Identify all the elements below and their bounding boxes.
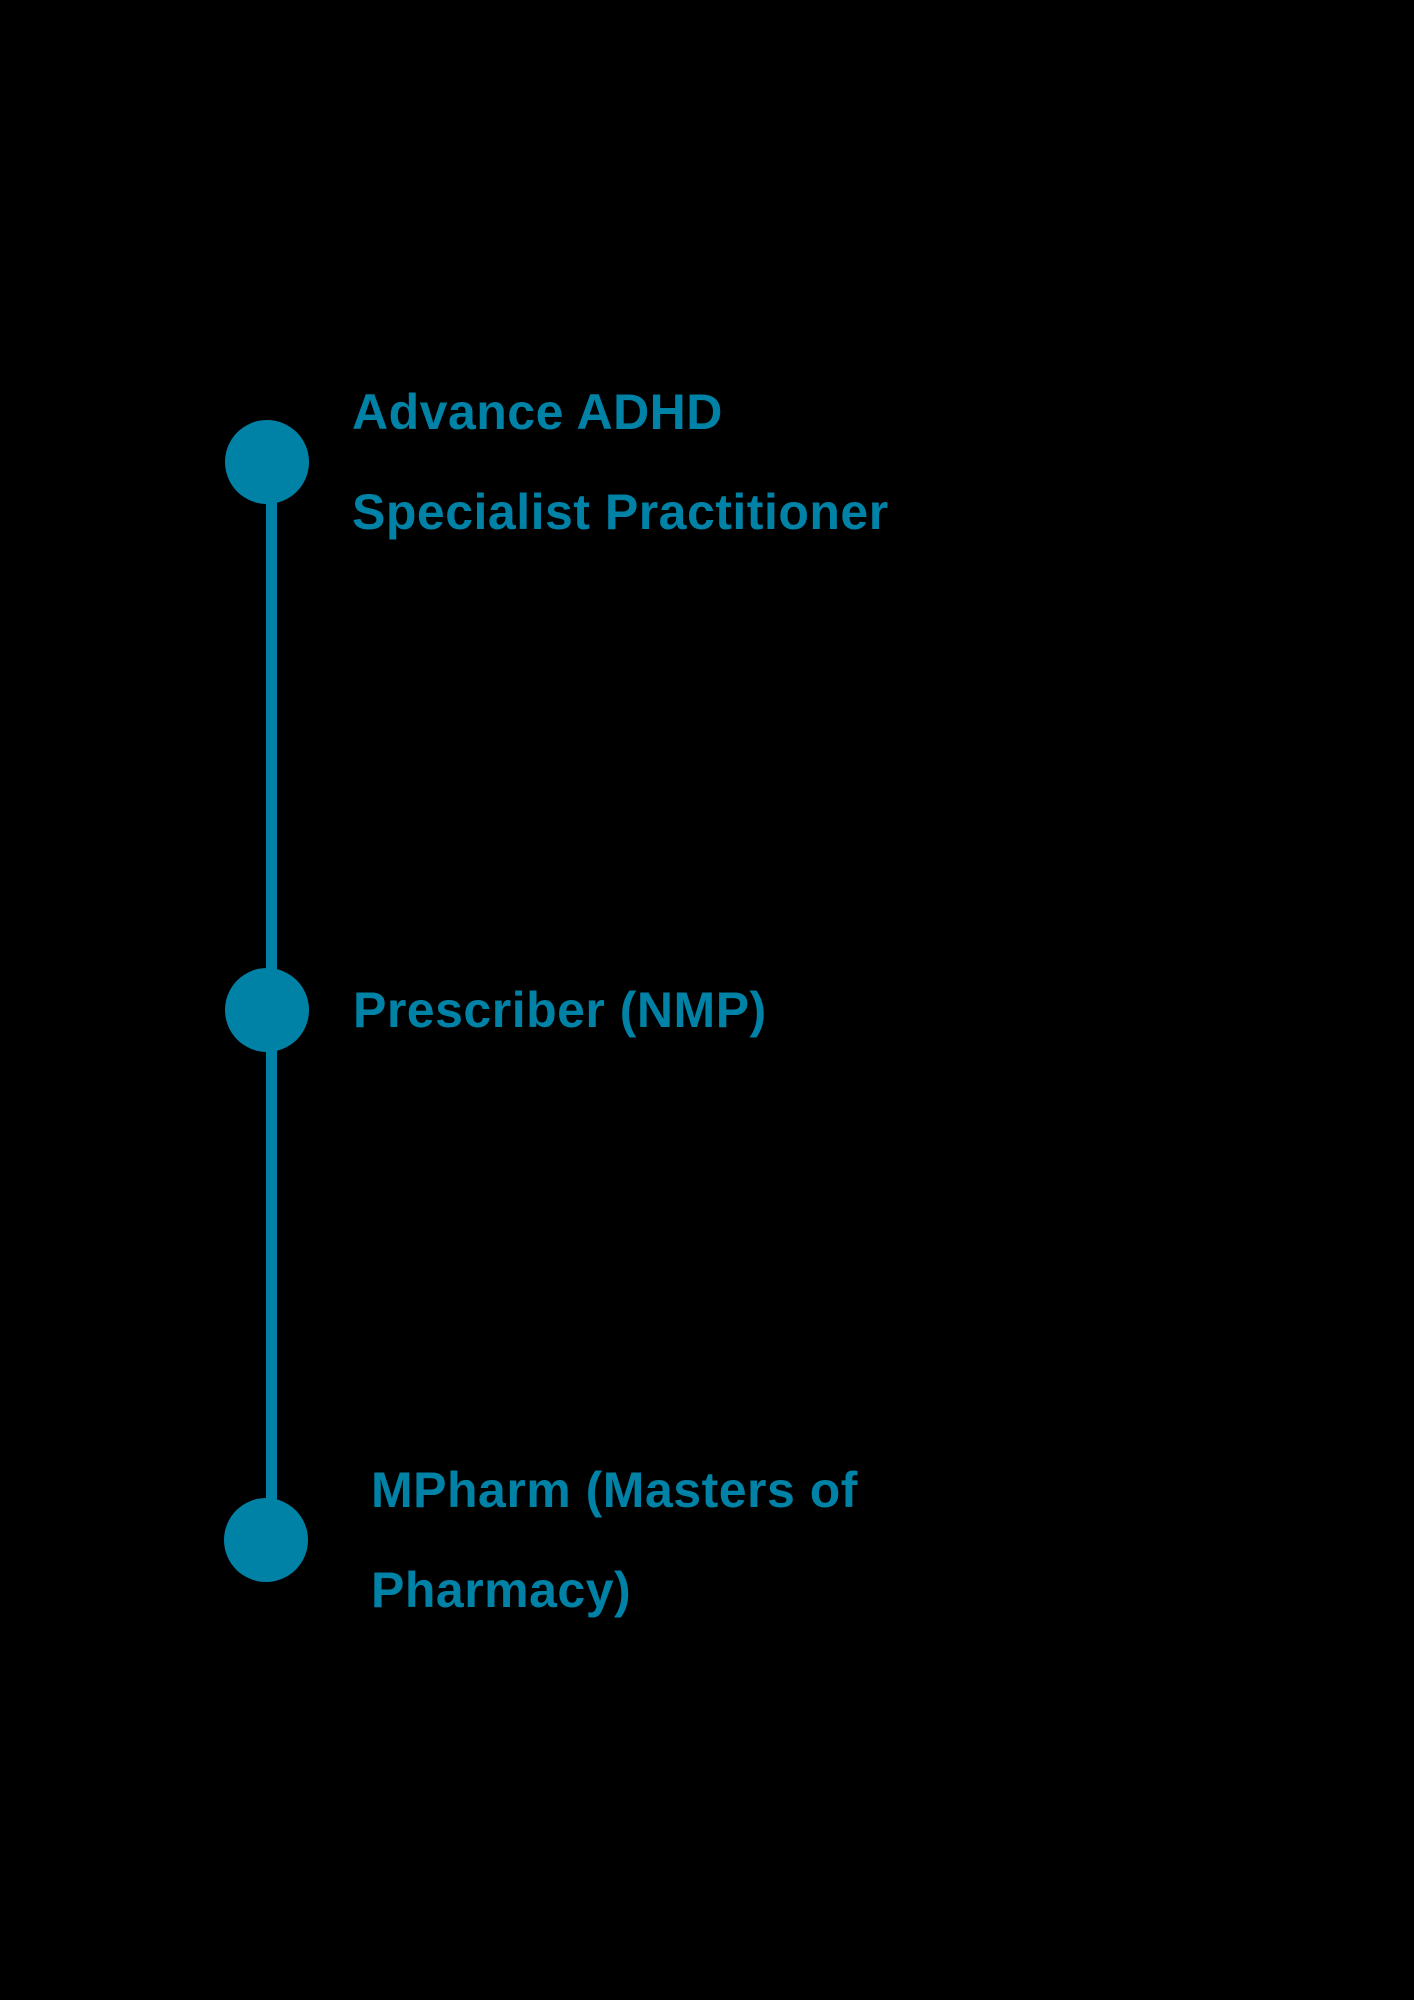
timeline-item-label-advance-adhd: Advance ADHD Specialist Practitioner [352,362,889,562]
label-line: Pharmacy) [371,1562,632,1618]
timeline-item-label-prescriber: Prescriber (NMP) [353,960,767,1060]
timeline-node-dot [225,420,309,504]
timeline-node-dot [225,968,309,1052]
label-line: Prescriber (NMP) [353,982,767,1038]
label-line: Advance ADHD [352,384,723,440]
label-line: MPharm (Masters of [371,1462,858,1518]
timeline-node-dot [224,1498,308,1582]
timeline-item-label-mpharm: MPharm (Masters of Pharmacy) [371,1440,858,1640]
label-line: Specialist Practitioner [352,484,889,540]
